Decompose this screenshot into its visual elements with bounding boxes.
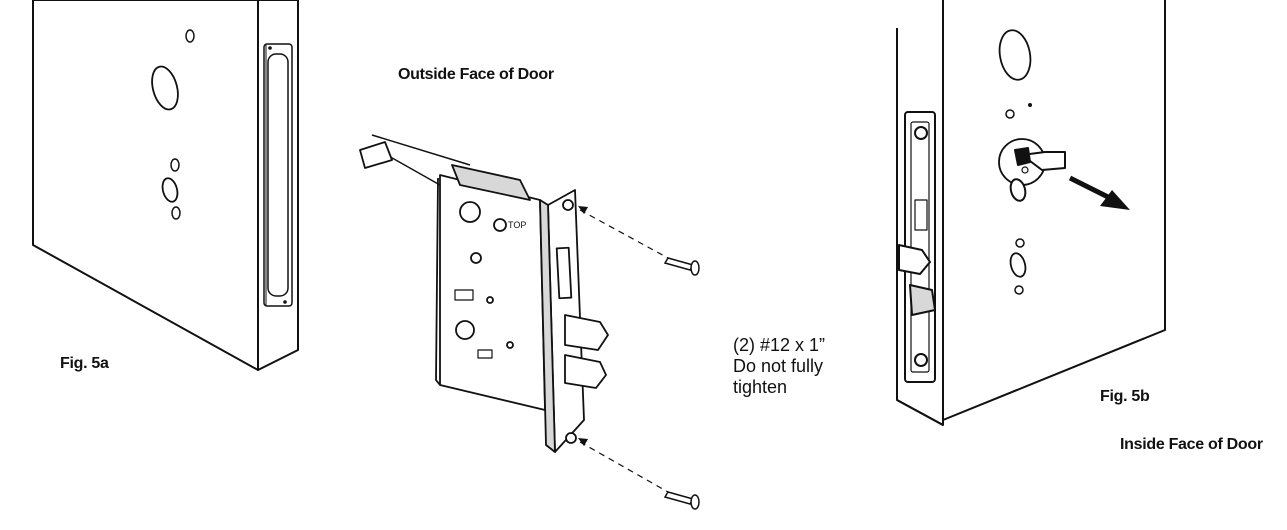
removal-arrow bbox=[1068, 175, 1130, 210]
inside-face-label: Inside Face of Door bbox=[1120, 436, 1263, 453]
screw-note-line: tighten bbox=[733, 377, 788, 397]
door-right-illustration bbox=[896, 0, 1166, 426]
door-left-illustration bbox=[32, 0, 299, 371]
mortise-lock-illustration: TOP bbox=[359, 134, 609, 453]
screw-top bbox=[663, 257, 700, 276]
figure-5a-caption: Fig. 5a bbox=[60, 355, 109, 372]
screw-note-line: (2) #12 x 1” bbox=[733, 335, 826, 355]
screw-note-line: Do not fully bbox=[733, 356, 824, 376]
screw-guide-arrows bbox=[578, 206, 588, 446]
outside-face-label: Outside Face of Door bbox=[398, 66, 554, 83]
screw-instruction: (2) #12 x 1” Do not fully tighten bbox=[733, 335, 853, 398]
screw-guide-lines bbox=[579, 209, 669, 493]
svg-text:TOP: TOP bbox=[508, 220, 526, 230]
figure-5b-caption: Fig. 5b bbox=[1100, 388, 1150, 405]
screw-bottom bbox=[663, 491, 700, 510]
